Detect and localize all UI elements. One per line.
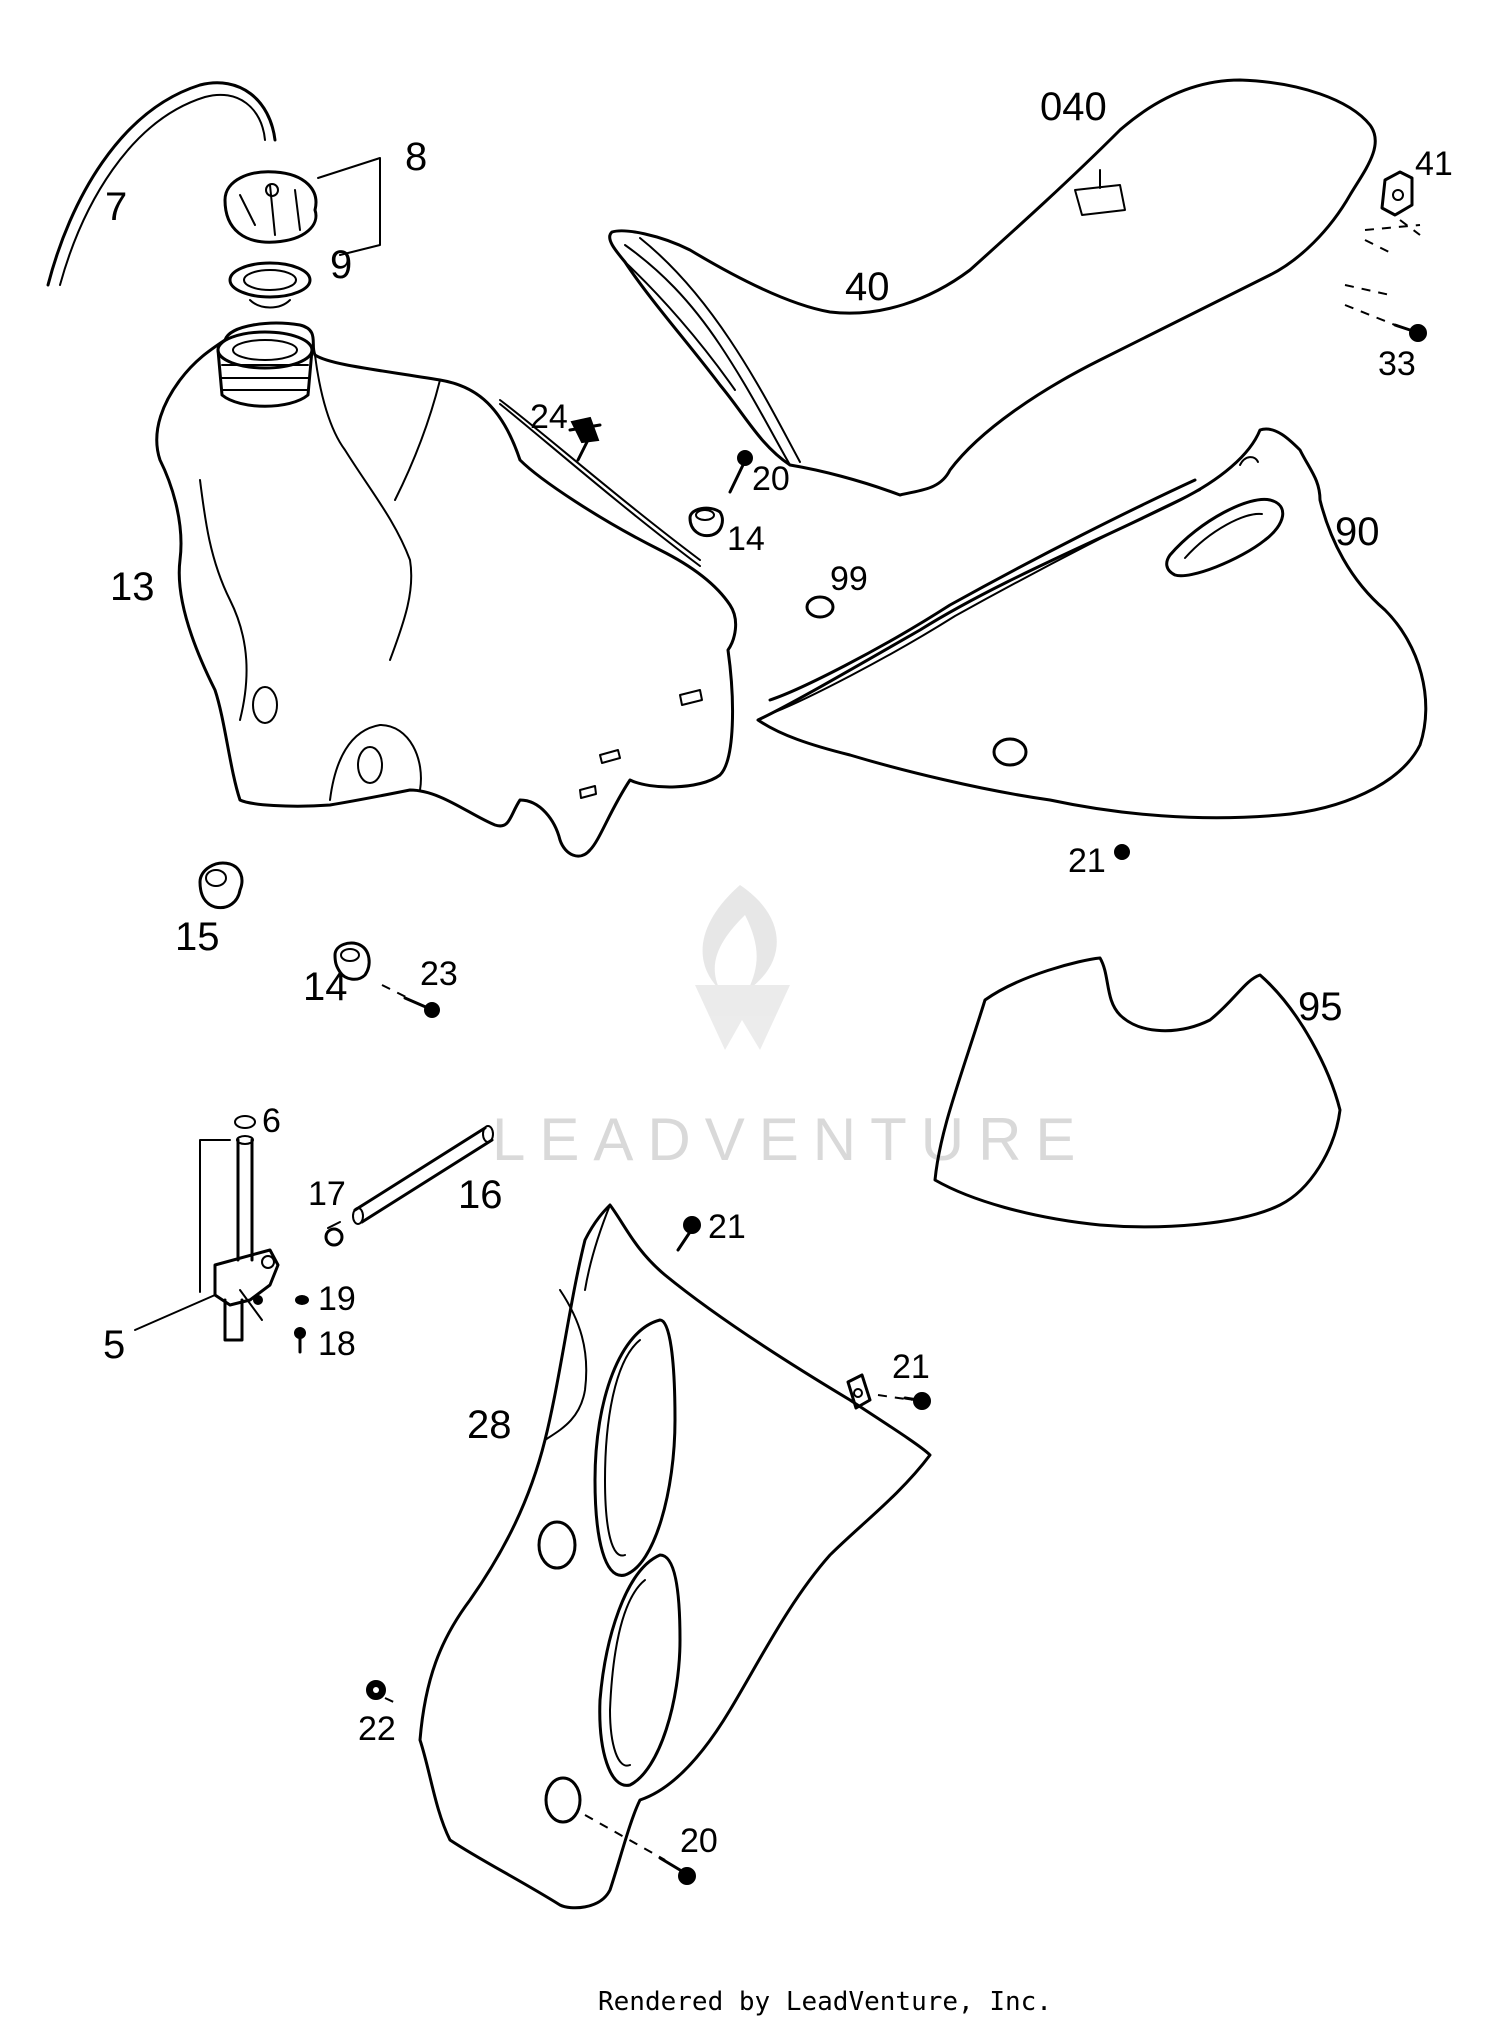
- seat-bracket-41[interactable]: [1344, 170, 1421, 296]
- label-15: 15: [175, 915, 220, 959]
- label-8: 8: [405, 135, 427, 179]
- label-17: 17: [308, 1175, 346, 1213]
- tank-filler-neck[interactable]: [216, 330, 314, 408]
- fuel-tank[interactable]: [155, 321, 738, 858]
- vent-hose-inner: [59, 93, 266, 286]
- cap-seal[interactable]: [228, 261, 312, 309]
- label-040: 040: [1040, 85, 1107, 129]
- fuel-cap[interactable]: [223, 170, 318, 244]
- plug-99[interactable]: [805, 595, 835, 619]
- label-13: 13: [110, 565, 155, 609]
- grommet-15[interactable]: [198, 861, 244, 910]
- seat-label-040[interactable]: [1074, 169, 1126, 216]
- label-14-upper: 14: [727, 520, 765, 558]
- vent-hose[interactable]: [46, 81, 277, 287]
- label-21-cover-top: 21: [708, 1208, 746, 1246]
- grommet-14-lower[interactable]: [333, 941, 371, 981]
- footer-credit: Rendered by LeadVenture, Inc.: [598, 1987, 1052, 2017]
- label-21-cover-right: 21: [892, 1348, 930, 1386]
- screw-20-lower[interactable]: [584, 1814, 696, 1885]
- side-cover-28[interactable]: [418, 1203, 932, 1910]
- label-19: 19: [318, 1280, 356, 1318]
- fuel-tap[interactable]: [199, 1135, 280, 1342]
- screw-33[interactable]: [1344, 304, 1427, 342]
- screw-20-upper[interactable]: [728, 450, 753, 494]
- leader-5: [134, 1294, 216, 1331]
- label-24: 24: [530, 398, 568, 436]
- leader-8-9: [317, 157, 381, 256]
- hose-clamp-17[interactable]: [324, 1221, 344, 1247]
- label-7: 7: [105, 185, 127, 229]
- washer-19[interactable]: [295, 1295, 309, 1305]
- label-33: 33: [1378, 345, 1416, 383]
- screw-21-panel[interactable]: [1114, 844, 1130, 860]
- label-20-upper: 20: [752, 460, 790, 498]
- grommet-14-upper[interactable]: [688, 506, 724, 538]
- label-20-lower: 20: [680, 1822, 718, 1860]
- label-9: 9: [330, 243, 352, 287]
- label-16: 16: [458, 1173, 503, 1217]
- watermark-logo: [695, 885, 790, 1050]
- screw-23[interactable]: [381, 984, 440, 1018]
- o-ring-6[interactable]: [234, 1115, 256, 1129]
- label-90: 90: [1335, 510, 1380, 554]
- label-40: 40: [845, 265, 890, 309]
- label-22: 22: [358, 1710, 396, 1748]
- fuel-hose-16[interactable]: [352, 1125, 494, 1225]
- label-28: 28: [467, 1403, 512, 1447]
- label-18: 18: [318, 1325, 356, 1363]
- nut-22[interactable]: [366, 1680, 401, 1706]
- label-21-panel: 21: [1068, 842, 1106, 880]
- screw-21-cover-top[interactable]: [676, 1216, 701, 1252]
- label-14-lower: 14: [303, 965, 348, 1009]
- screw-24[interactable]: [568, 416, 602, 462]
- label-41: 41: [1415, 145, 1453, 183]
- label-6: 6: [262, 1102, 281, 1140]
- side-panel-90[interactable]: [756, 427, 1428, 820]
- screw-21-cover-right[interactable]: [877, 1392, 931, 1410]
- label-5: 5: [103, 1323, 125, 1367]
- label-95: 95: [1298, 985, 1343, 1029]
- number-plate-95[interactable]: [933, 956, 1342, 1229]
- label-23: 23: [420, 955, 458, 993]
- screw-18[interactable]: [294, 1327, 306, 1354]
- seat[interactable]: [608, 78, 1377, 497]
- label-99: 99: [830, 560, 868, 598]
- watermark-text: LEADVENTURE: [492, 1106, 1089, 1173]
